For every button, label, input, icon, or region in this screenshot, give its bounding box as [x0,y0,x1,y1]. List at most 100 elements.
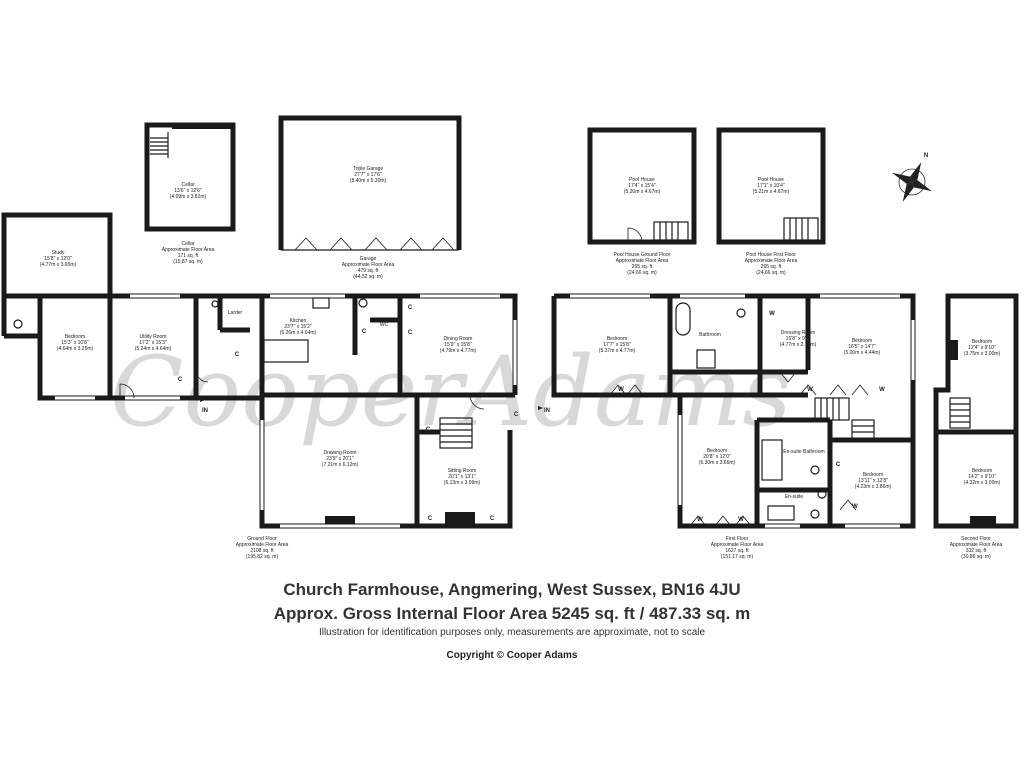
wc-label: WC [380,322,389,328]
caption-line: 265 sq. ft [761,264,782,270]
pool-house-ground-dims: 17'4" x 15'4" [628,183,656,189]
ground-bedroom-dims: 15'3" x 10'8" [61,340,89,346]
caption-line: (24.66 sq. m) [627,270,657,276]
second-bedroom-a-metric: (3.75m x 3.00m) [964,351,1001,357]
ground-floor-caption: Ground Floor Approximate Floor Area 2108… [236,536,289,560]
first-bedroom-a-metric: (5.37m x 4.77m) [599,348,636,354]
wardrobe-marker: W [879,387,885,393]
garage-caption: Garage Approximate Floor Area 479 sq. ft… [342,256,395,280]
first-bedroom-b-metric: (5.00m x 4.44m) [844,350,881,356]
caption-line: Pool House Ground Floor [614,252,671,258]
pool-house-ground-name: Pool House [629,177,655,183]
study-dims: 15'8" x 12'0" [44,256,72,262]
cupboard-marker: C [408,305,413,311]
pool-house-first-caption: Pool House First Floor Approximate Floor… [745,252,798,276]
caption-line: (195.82 sq. m) [246,554,279,560]
bathroom-label: Bathroom [699,332,721,338]
wardrobe-marker: W [697,517,703,523]
caption-line: Approximate Floor Area [342,262,395,268]
sitting-dims: 20'1" x 13'1" [448,474,476,480]
caption-line: 1627 sq. ft [725,548,749,554]
caption-line: Approximate Floor Area [950,542,1003,548]
utility-metric: (5.24m x 4.64m) [135,346,172,352]
dressing-name: Dressing Room [781,330,815,336]
first-bedroom-c-metric: (6.30m x 3.66m) [699,460,736,466]
pool-house-ground-caption: Pool House Ground Floor Approximate Floo… [614,252,671,276]
cellar-caption: Cellar Approximate Floor Area 171 sq. ft… [162,241,215,265]
cellar-name: Cellar [181,182,194,188]
garage-plan: Triple Garage 27'7" x 17'6" (8.40m x 5.3… [278,115,462,251]
second-bedroom-b-name: Bedroom [972,468,992,474]
dining-name: Dining Room [444,336,473,342]
pool-house-ground-plan: Pool House 17'4" x 15'4" (5.20m x 4.67m) [587,127,697,245]
wardrobe-marker: W [852,504,858,510]
garage-dims: 27'7" x 17'6" [354,172,382,178]
second-floor-caption: Second Floor Approximate Floor Area 332 … [950,536,1003,560]
wardrobe-marker: W [618,387,624,393]
first-bedroom-b-name: Bedroom [852,338,872,344]
second-bedroom-a-dims: 12'4" x 9'10" [968,345,996,351]
caption-line: (30.86 sq. m) [961,554,991,560]
kitchen-metric: (5.26m x 4.64m) [280,330,317,336]
garage-metric: (8.40m x 5.30m) [350,178,387,184]
second-bedroom-b-metric: (4.32m x 3.00m) [964,480,1001,486]
drawing-metric: (7.21m x 6.12m) [322,462,359,468]
cupboard-marker: C [426,427,431,433]
study-name: Study [52,250,65,256]
first-floor-caption: First Floor Approximate Floor Area 1627 … [711,536,764,560]
second-floor-plan: Bedroom 12'4" x 9'10" (3.75m x 3.00m) Be… [933,293,1019,529]
first-bedroom-d-metric: (4.23m x 3.86m) [855,484,892,490]
cupboard-marker: C [178,377,183,383]
caption-line: Approximate Floor Area [162,247,215,253]
caption-line: Approximate Floor Area [745,258,798,264]
cupboard-marker: C [490,516,495,522]
caption-line: Approximate Floor Area [616,258,669,264]
cellar-plan: Cellar 13'6" x 12'6" (4.09m x 3.82m) [144,122,236,232]
caption-line: (15.87 sq. m) [173,259,203,265]
pool-house-ground-metric: (5.20m x 4.67m) [624,189,661,195]
caption-line: (44.52 sq. m) [353,274,383,280]
wardrobe-marker: W [769,311,775,317]
second-bedroom-a-name: Bedroom [972,339,992,345]
study-metric: (4.77m x 3.65m) [40,262,77,268]
first-floor-plan: Bedroom 17'7" x 15'8" (5.37m x 4.77m) Ba… [551,293,916,529]
dressing-dims: 15'8" x 9'1" [786,336,811,342]
first-bedroom-c-name: Bedroom [707,448,727,454]
caption-line: (24.66 sq. m) [756,270,786,276]
caption-line: 2108 sq. ft [250,548,274,554]
caption-line: 332 sq. ft [966,548,987,554]
cupboard-marker: C [836,462,841,468]
larder-label: Larder [228,310,243,316]
ensuite-label: En-suite [785,494,804,500]
pool-house-first-dims: 17'1" x 10'4" [757,183,785,189]
ensuite-bathroom-label: En-suite Bathroom [783,449,824,455]
dressing-metric: (4.77m x 2.77m) [780,342,817,348]
first-bedroom-d-dims: 13'11" x 12'8" [858,478,888,484]
entrance-marker: IN [202,408,208,414]
copyright: Copyright © Cooper Adams [446,650,578,661]
caption-line: First Floor [726,536,749,542]
caption-line: Ground Floor [247,536,277,542]
kitchen-dims: 23'7" x 15'2" [284,324,312,330]
caption-line: Approximate Floor Area [236,542,289,548]
ground-floor-plan: Study 15'8" x 12'0" (4.77m x 3.65m) [1,212,550,529]
garage-name: Triple Garage [353,166,384,172]
wardrobe-marker: W [807,387,813,393]
drawing-dims: 23'9" x 20'1" [326,456,354,462]
utility-dims: 17'2" x 15'3" [139,340,167,346]
caption-line: 171 sq. ft [178,253,199,259]
caption-line: Approximate Floor Area [711,542,764,548]
dining-metric: (4.79m x 4.77m) [440,348,477,354]
cupboard-marker: C [235,352,240,358]
cupboard-marker: C [408,330,413,336]
caption-line: (151.17 sq. m) [721,554,754,560]
dining-dims: 15'9" x 15'8" [444,342,472,348]
first-bedroom-c-dims: 20'8" x 12'0" [703,454,731,460]
gross-floor-area: Approx. Gross Internal Floor Area 5245 s… [273,604,751,623]
drawing-name: Drawing Room [323,450,356,456]
caption-line: Cellar [181,241,194,247]
first-bedroom-a-name: Bedroom [607,336,627,342]
cupboard-marker: C [514,412,519,418]
